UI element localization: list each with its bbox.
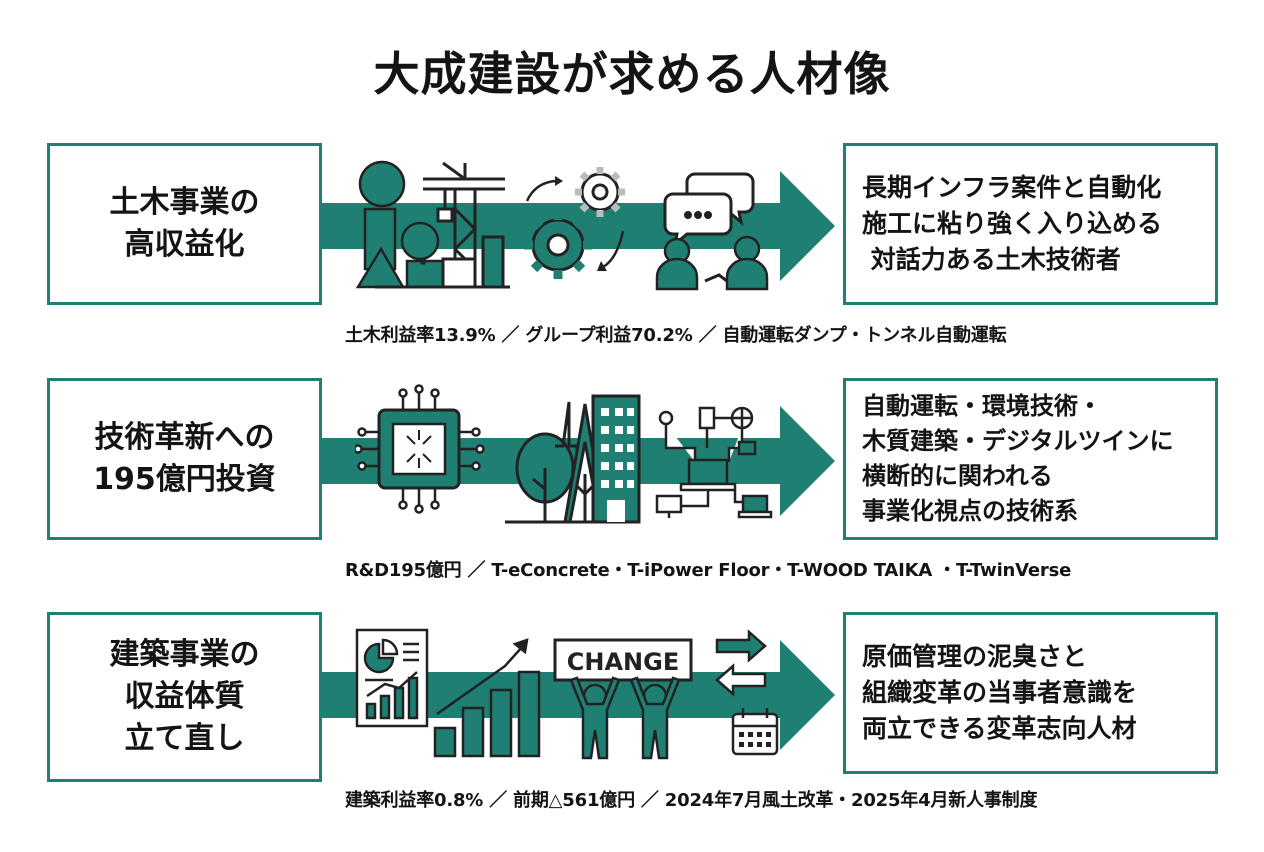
theme-box: 土木事業の 高収益化 bbox=[47, 143, 322, 305]
theme-line: 建築事業の bbox=[109, 637, 260, 672]
network-icon bbox=[655, 406, 773, 519]
theme-line: 立て直し bbox=[124, 721, 245, 756]
exchange-arrows-icon bbox=[715, 629, 767, 697]
icon-group bbox=[355, 384, 773, 524]
report-chart-icon bbox=[355, 628, 429, 728]
icon-group bbox=[355, 160, 769, 291]
talent-box: 長期インフラ案件と自動化 施工に粘り強く入り込める 対話力ある土木技術者 bbox=[843, 143, 1218, 305]
evidence-caption: 建築利益率0.8% ／ 前期△561億円 ／ 2024年7月風土改革・2025年… bbox=[345, 790, 1038, 811]
chip-icon bbox=[355, 384, 485, 514]
evidence-caption: 土木利益率13.9% ／ グループ利益70.2% ／ 自動運転ダンプ・トンネル自… bbox=[345, 325, 1007, 346]
change-sign-people-icon: CHANGE bbox=[553, 638, 693, 760]
talent-box: 原価管理の泥臭さと 組織変革の当事者意識を 両立できる変革志向人材 bbox=[843, 612, 1218, 774]
talent-line: 自動運転・環境技術・ bbox=[862, 392, 1102, 420]
theme-line: 収益体質 bbox=[124, 679, 245, 714]
theme-line: 技術革新への bbox=[94, 420, 275, 455]
theme-box: 建築事業の 収益体質 立て直し bbox=[47, 612, 322, 782]
talent-line: 組織変革の当事者意識を bbox=[862, 678, 1138, 707]
page-title: 大成建設が求める人材像 bbox=[373, 47, 891, 101]
people-icon bbox=[655, 235, 769, 291]
talent-line: 長期インフラ案件と自動化 bbox=[862, 173, 1162, 202]
talent-box: 自動運転・環境技術・ 木質建築・デジタルツインに 横断的に関われる 事業化視点の… bbox=[843, 378, 1218, 540]
theme-line: 高収益化 bbox=[124, 227, 245, 262]
talent-line: 施工に粘り強く入り込める bbox=[862, 209, 1163, 238]
change-sign-label: CHANGE bbox=[567, 648, 679, 676]
building-icon bbox=[591, 394, 641, 524]
talent-line: 木質建築・デジタルツインに bbox=[862, 427, 1174, 455]
row-building-restructuring: 建築事業の 収益体質 立て直し CHANGE bbox=[0, 612, 1264, 852]
crane-icon bbox=[375, 161, 510, 289]
gears-icon bbox=[524, 167, 625, 279]
theme-box: 技術革新への 195億円投資 bbox=[47, 378, 322, 540]
talent-line: 両立できる変革志向人材 bbox=[862, 714, 1137, 743]
calendar-icon bbox=[731, 708, 779, 756]
talent-line: 対話力ある土木技術者 bbox=[862, 245, 1121, 274]
talent-line: 原価管理の泥臭さと bbox=[862, 642, 1088, 671]
theme-line: 195億円投資 bbox=[93, 462, 276, 497]
row-technology-investment: 技術革新への 195億円投資 bbox=[0, 378, 1264, 618]
evidence-caption: R&D195億円 ／ T-eConcrete・T-iPower Floor・T-… bbox=[345, 560, 1072, 581]
talent-line: 事業化視点の技術系 bbox=[862, 497, 1078, 525]
chat-bubbles-icon bbox=[663, 172, 755, 248]
row-civil-engineering: 土木事業の 高収益化 bbox=[0, 143, 1264, 383]
talent-line: 横断的に関われる bbox=[862, 462, 1053, 490]
growth-bars-icon bbox=[433, 638, 541, 758]
icon-group: CHANGE bbox=[355, 628, 779, 760]
theme-line: 土木事業の bbox=[109, 185, 260, 220]
